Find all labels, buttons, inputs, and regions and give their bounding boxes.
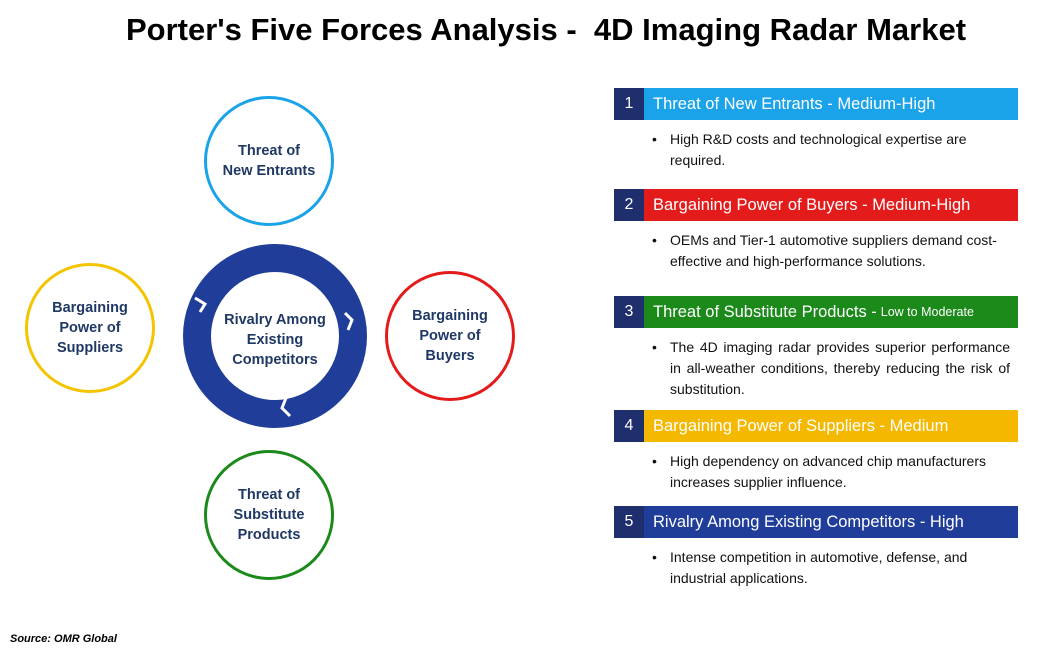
node-buyers: Bargaining Power of Buyers — [385, 271, 515, 401]
node-suppliers-label: Bargaining Power of Suppliers — [52, 300, 128, 356]
force-number: 2 — [614, 189, 644, 221]
force-header: 3 Threat of Substitute Products - Low to… — [614, 296, 1018, 328]
node-buyers-label: Bargaining Power of Buyers — [412, 308, 488, 364]
force-item-2: 2 Bargaining Power of Buyers - Medium-Hi… — [614, 189, 1018, 272]
force-title-text: Bargaining Power of Suppliers - Medium — [653, 416, 949, 435]
force-item-4: 4 Bargaining Power of Suppliers - Medium… — [614, 410, 1018, 493]
force-level-small: Low to Moderate — [880, 305, 974, 319]
force-bullet: High dependency on advanced chip manufac… — [614, 451, 1015, 493]
force-title: Bargaining Power of Buyers - Medium-High — [644, 189, 1018, 221]
node-substitutes: Threat of Substitute Products — [204, 450, 334, 580]
force-number: 1 — [614, 88, 644, 120]
force-number: 5 — [614, 506, 644, 538]
force-title-text: Threat of Substitute Products - — [653, 302, 877, 321]
force-item-5: 5 Rivalry Among Existing Competitors - H… — [614, 506, 1018, 589]
force-title-text: Rivalry Among Existing Competitors - Hig… — [653, 512, 964, 531]
force-item-1: 1 Threat of New Entrants - Medium-High H… — [614, 88, 1018, 171]
node-suppliers: Bargaining Power of Suppliers — [25, 263, 155, 393]
force-title: Rivalry Among Existing Competitors - Hig… — [644, 506, 1018, 538]
source-note: Source: OMR Global — [10, 633, 117, 645]
force-title-text: Threat of New Entrants - Medium-High — [653, 94, 936, 113]
page-title: Porter's Five Forces Analysis - 4D Imagi… — [125, 12, 967, 47]
force-number: 4 — [614, 410, 644, 442]
rivalry-ring — [183, 244, 367, 428]
force-header: 4 Bargaining Power of Suppliers - Medium — [614, 410, 1018, 442]
force-header: 1 Threat of New Entrants - Medium-High — [614, 88, 1018, 120]
force-title: Bargaining Power of Suppliers - Medium — [644, 410, 1018, 442]
force-bullet: OEMs and Tier-1 automotive suppliers dem… — [614, 230, 1030, 272]
node-new-entrants-label: Threat of New Entrants — [222, 143, 316, 179]
force-bullet: Intense competition in automotive, defen… — [614, 547, 1015, 589]
force-header: 5 Rivalry Among Existing Competitors - H… — [614, 506, 1018, 538]
force-title-text: Bargaining Power of Buyers - Medium-High — [653, 195, 971, 214]
force-bullet: High R&D costs and technological experti… — [614, 129, 970, 171]
node-substitutes-label: Threat of Substitute Products — [233, 487, 305, 543]
force-title: Threat of New Entrants - Medium-High — [644, 88, 1018, 120]
force-number: 3 — [614, 296, 644, 328]
force-title: Threat of Substitute Products - Low to M… — [644, 296, 1018, 328]
center-rivalry-label: Rivalry Among Existing Competitors — [224, 312, 326, 368]
force-header: 2 Bargaining Power of Buyers - Medium-Hi… — [614, 189, 1018, 221]
force-bullet: The 4D imaging radar provides superior p… — [614, 337, 1010, 400]
force-item-3: 3 Threat of Substitute Products - Low to… — [614, 296, 1018, 400]
node-new-entrants: Threat of New Entrants — [204, 96, 334, 226]
